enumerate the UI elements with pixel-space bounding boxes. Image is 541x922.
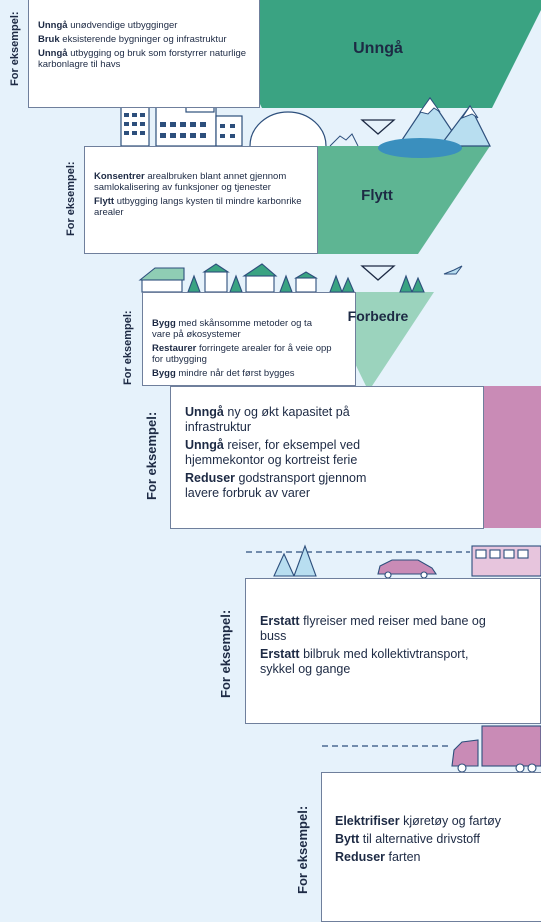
tier6-item-2: Bytt til alternative drivstoff	[335, 832, 480, 846]
tier6-box	[321, 772, 541, 922]
tier6-example-label: For eksempel:	[295, 805, 310, 894]
tier6-text: Elektrifiser kjøretøy og fartøy Bytt til…	[335, 814, 535, 868]
tier2-example-label: For eksempel:	[65, 161, 77, 236]
tier6-item-3: Reduser farten	[335, 850, 421, 864]
tier5-item-1: Erstatt flyreiser med reiser med bane og…	[260, 614, 486, 643]
tier3-item-1: Bygg med skånsomme metoder og ta vare på…	[152, 318, 312, 340]
bus-icon	[471, 545, 541, 577]
tier5-box	[245, 578, 541, 724]
tier1-item-1: Unngå unødvendige utbygginger	[38, 20, 178, 31]
tier5-item-2: Erstatt bilbruk med kollektivtransport, …	[260, 647, 469, 676]
down-arrow-1	[360, 119, 396, 135]
tier4-example-label: For eksempel:	[144, 411, 159, 500]
tier1-item-3: Unngå utbygging og bruk som forstyrrer n…	[38, 48, 247, 70]
tier4-item-3: Reduser godstransport gjennom lavere for…	[185, 471, 367, 500]
tier1-triangle	[207, 0, 541, 108]
tier2-box	[84, 146, 318, 254]
tier3-item-2: Restaurer forringete arealer for å veie …	[152, 343, 332, 365]
houses-trees-icon	[138, 263, 425, 293]
down-arrow-2	[360, 265, 396, 281]
trees-icon	[273, 544, 317, 577]
tier1-item-2: Bruk eksisterende bygninger og infrastru…	[38, 34, 227, 45]
tier4-box	[170, 386, 484, 529]
truck-icon	[451, 725, 541, 773]
tier3-example-label: For eksempel:	[122, 310, 134, 385]
tier1-text: Unngå unødvendige utbygginger Bruk eksis…	[38, 20, 253, 73]
tier4-item-2: Unngå reiser, for eksempel ved hjemmekon…	[185, 438, 361, 467]
tier2-text: Konsentrer arealbruken blant annet gjenn…	[94, 171, 306, 221]
tier1-box	[28, 0, 260, 108]
tier6-item-1: Elektrifiser kjøretøy og fartøy	[335, 814, 502, 828]
tier3-item-3: Bygg mindre når det først bygges	[152, 368, 295, 379]
car-icon	[377, 559, 438, 579]
tier2-triangle	[262, 146, 490, 254]
tier2-item-1: Konsentrer arealbruken blant annet gjenn…	[94, 171, 287, 193]
bird-icon	[443, 265, 463, 275]
tier4-item-1: Unngå ny og økt kapasitet på infrastrukt…	[185, 405, 350, 434]
tier2-title: Flytt	[361, 187, 393, 204]
tier3-box	[142, 292, 356, 386]
tier2-item-2: Flytt utbygging langs kysten til mindre …	[94, 196, 302, 218]
mountains-icon	[329, 96, 491, 158]
dome-icon	[249, 111, 327, 147]
tier5-text: Erstatt flyreiser med reiser med bane og…	[260, 614, 500, 680]
tier1-example-label: For eksempel:	[9, 11, 21, 86]
tier5-example-label: For eksempel:	[218, 609, 233, 698]
tier3-text: Bygg med skånsomme metoder og ta vare på…	[152, 318, 332, 382]
tier3-title: Forbedre	[347, 308, 409, 324]
tier1-title: Unngå	[353, 40, 403, 57]
tier4-text: Unngå ny og økt kapasitet på infrastrukt…	[185, 405, 400, 504]
